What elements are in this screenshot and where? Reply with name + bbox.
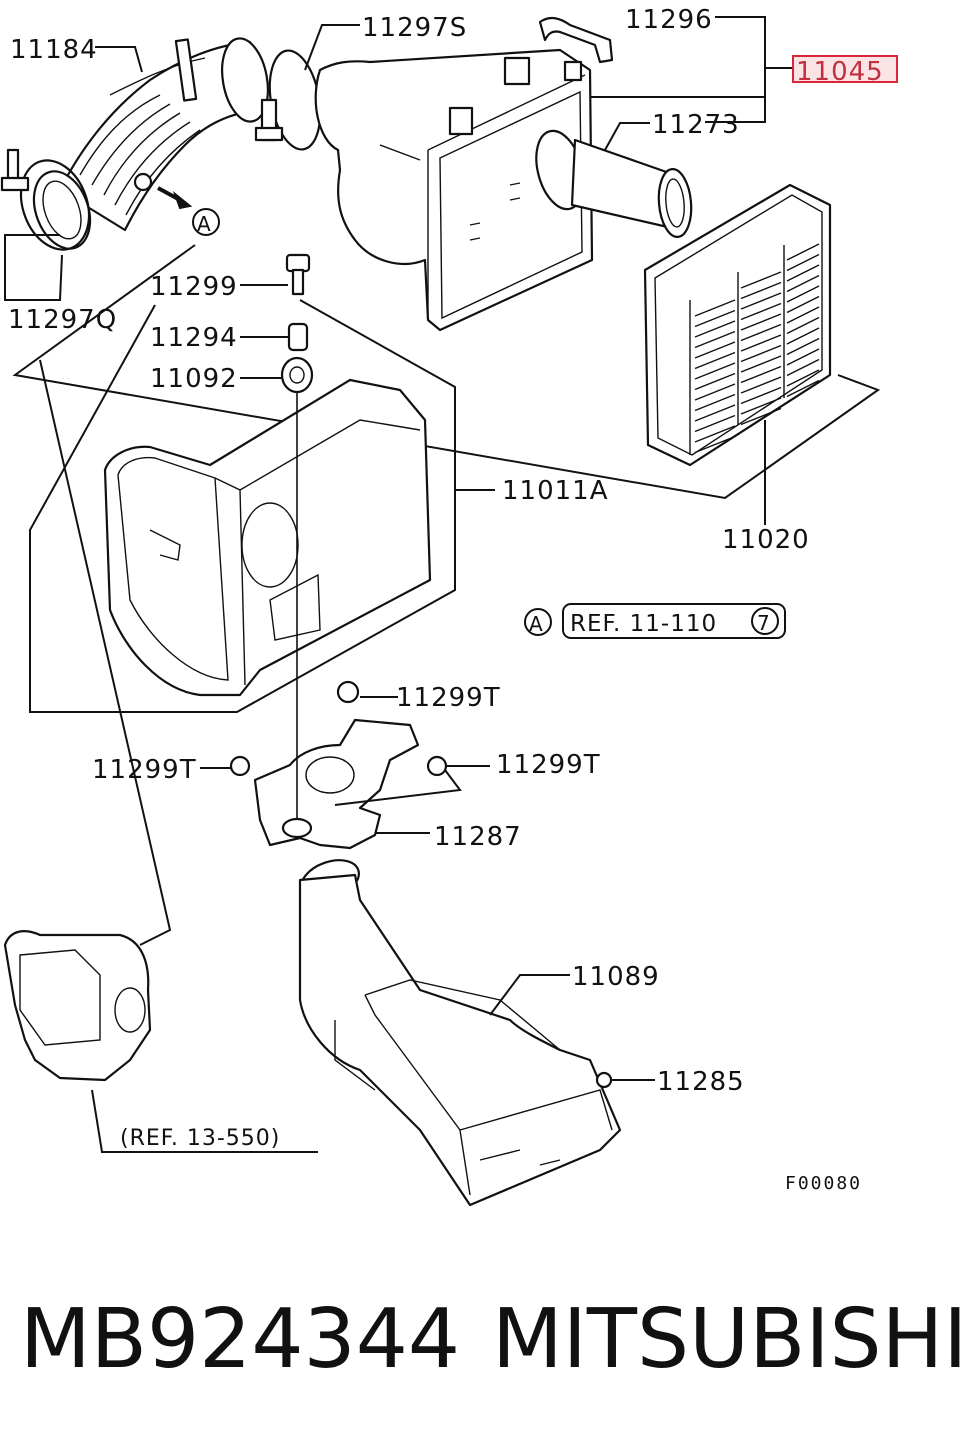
label-11184: 11184 [10,35,98,65]
air-cleaner-cover-drawing [314,48,594,332]
grommet-11092-drawing [280,356,314,394]
arrow-to-ref-a [157,186,193,210]
ref-marker-a2-circle [524,608,552,636]
ref-11-110-circle-number: 7 [757,611,771,635]
air-duct-11089-drawing [298,859,622,1207]
label-11299T-left: 11299T [92,755,197,785]
label-11273: 11273 [652,110,740,140]
ref-marker-a: A [197,212,212,236]
ref-11-110[interactable]: REF. 11-110 [570,611,717,637]
leader-lines [4,16,795,1153]
label-11092: 11092 [150,364,238,394]
label-11296: 11296 [625,5,713,35]
label-11297S: 11297S [362,13,467,43]
label-11299T-top: 11299T [396,683,501,713]
bolt-11299-drawing [285,253,311,296]
ref-marker-a-circle [192,208,220,236]
ref-11-110-circle [751,607,779,635]
label-11020: 11020 [722,525,810,555]
highlight-box-11045 [792,55,898,83]
label-11297Q: 11297Q [8,305,117,335]
intake-funnel-drawing [535,129,693,238]
part-number: MB924344 [20,1292,461,1387]
strap-11296-drawing [538,16,614,64]
brand-name: MITSUBISHI [492,1292,960,1387]
label-11294: 11294 [150,323,238,353]
ref-13-550[interactable]: (REF. 13-550) [120,1126,280,1151]
air-cleaner-case-drawing [103,378,432,697]
figure-code: F00080 [785,1173,862,1194]
callout-outline-lower [29,299,456,713]
filter-pleats [694,243,820,454]
ref-marker-a2: A [529,612,544,636]
label-11285: 11285 [657,1067,745,1097]
intake-hose-drawing [32,37,269,250]
label-11089: 11089 [572,962,660,992]
callout-outline-upper [12,244,881,500]
ref-box-11-110 [562,603,786,639]
clamp-11297Q-drawing [0,148,91,251]
label-11011A: 11011A [502,476,609,506]
label-11287: 11287 [434,822,522,852]
bracket-11287-drawing [229,680,448,850]
label-11299T-right: 11299T [496,750,601,780]
label-11299: 11299 [150,272,238,302]
airflow-sensor-drawing [3,930,152,1082]
air-filter-element-drawing [643,183,832,467]
label-11045[interactable]: 11045 [796,57,884,87]
collar-11294-drawing [287,322,309,352]
